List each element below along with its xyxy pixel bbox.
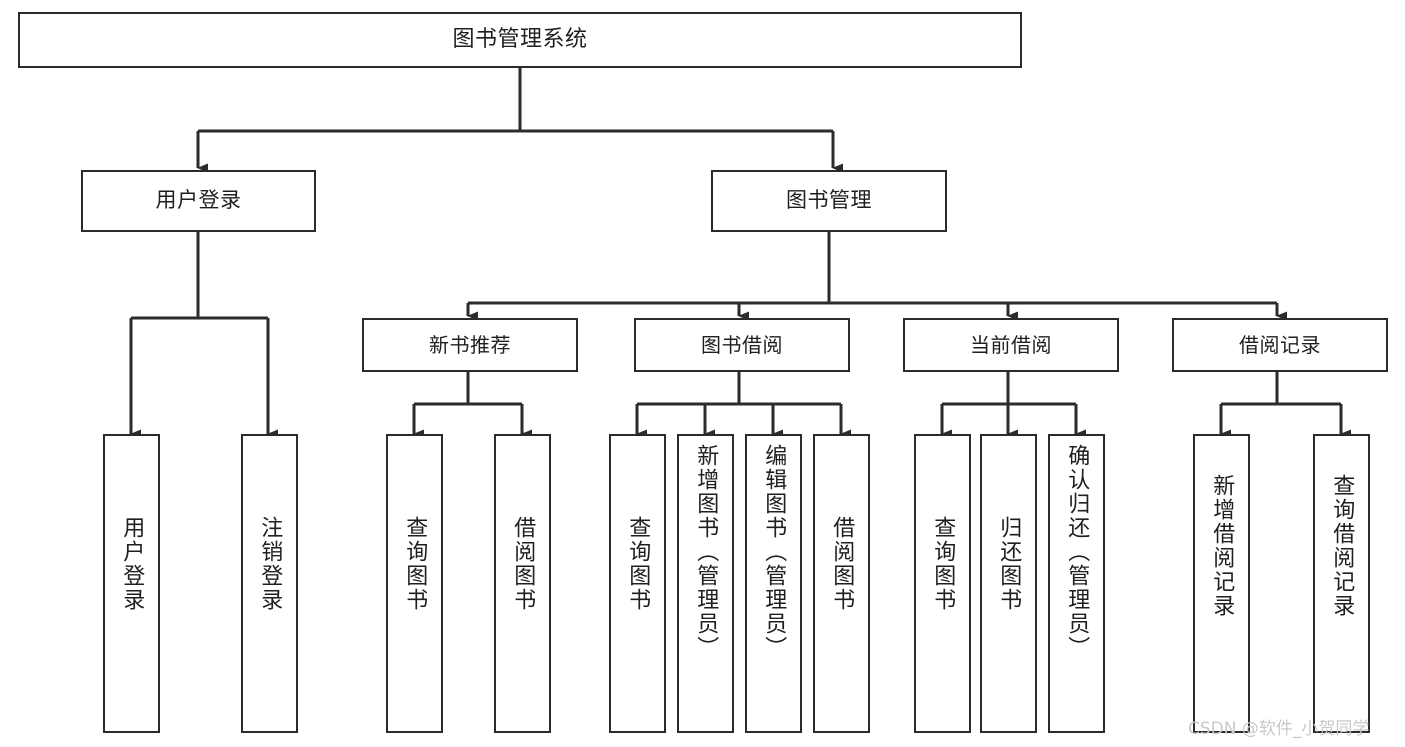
node-user-login[interactable]: 用户登录 <box>81 170 316 232</box>
node-label: 图书管理 <box>786 188 872 213</box>
node-label: 新增图书（管理员） <box>693 444 719 660</box>
node-label: 新书推荐 <box>429 333 511 357</box>
node-leaf-add-borrow-record[interactable]: 新增借阅记录 <box>1193 434 1250 733</box>
node-leaf-query-book-current[interactable]: 查询图书 <box>914 434 971 733</box>
node-label: 查询借阅记录 <box>1329 474 1355 618</box>
node-label: 确认归还（管理员） <box>1064 444 1090 660</box>
node-label: 用户登录 <box>155 188 242 213</box>
node-label: 编辑图书（管理员） <box>761 444 787 660</box>
watermark-text: CSDN @软件_小贺同学 <box>1188 719 1370 739</box>
node-label: 借阅图书 <box>510 516 536 612</box>
node-leaf-edit-book[interactable]: 编辑图书（管理员） <box>745 434 802 733</box>
node-leaf-user-login[interactable]: 用户登录 <box>103 434 160 733</box>
node-leaf-confirm-return[interactable]: 确认归还（管理员） <box>1048 434 1105 733</box>
node-new-book-recommend[interactable]: 新书推荐 <box>362 318 578 372</box>
node-label: 查询图书 <box>625 516 651 612</box>
node-label: 图书管理系统 <box>452 26 588 52</box>
node-leaf-query-borrow-record[interactable]: 查询借阅记录 <box>1313 434 1370 733</box>
node-leaf-borrow-book[interactable]: 借阅图书 <box>813 434 870 733</box>
node-label: 当前借阅 <box>970 333 1052 357</box>
node-leaf-query-book-borrow[interactable]: 查询图书 <box>609 434 666 733</box>
node-borrow-record[interactable]: 借阅记录 <box>1172 318 1388 372</box>
node-label: 图书借阅 <box>701 333 783 357</box>
node-label: 查询图书 <box>402 516 428 612</box>
node-label: 新增借阅记录 <box>1209 474 1235 618</box>
node-leaf-query-book-recommend[interactable]: 查询图书 <box>386 434 443 733</box>
node-label: 查询图书 <box>930 516 956 612</box>
node-leaf-borrow-book-recommend[interactable]: 借阅图书 <box>494 434 551 733</box>
node-leaf-add-book[interactable]: 新增图书（管理员） <box>677 434 734 733</box>
node-leaf-return-book[interactable]: 归还图书 <box>980 434 1037 733</box>
node-label: 归还图书 <box>996 516 1022 612</box>
node-label: 借阅记录 <box>1239 333 1321 357</box>
node-leaf-user-logout[interactable]: 注销登录 <box>241 434 298 733</box>
node-book-manage[interactable]: 图书管理 <box>711 170 947 232</box>
node-current-borrow[interactable]: 当前借阅 <box>903 318 1119 372</box>
node-root-system[interactable]: 图书管理系统 <box>18 12 1022 68</box>
node-label: 借阅图书 <box>829 516 855 612</box>
node-label: 用户登录 <box>119 516 145 612</box>
node-label: 注销登录 <box>257 516 283 612</box>
node-book-borrow[interactable]: 图书借阅 <box>634 318 850 372</box>
